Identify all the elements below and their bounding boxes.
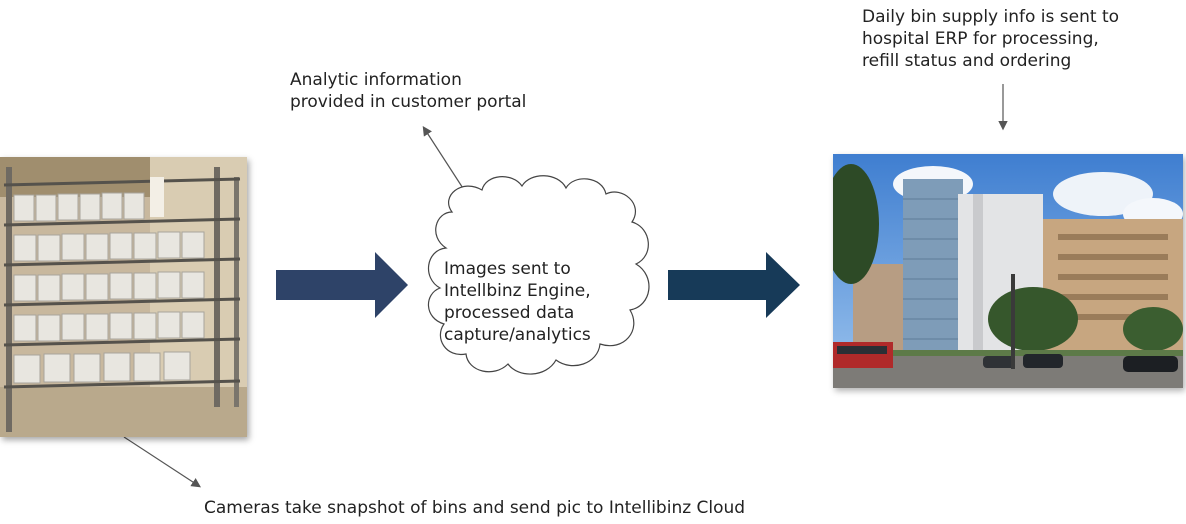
cloud-line-4: capture/analytics [444, 325, 591, 345]
flow-arrow-cloud-to-hospital [668, 252, 800, 318]
erp-info-label: Daily bin supply info is sent to hospita… [862, 6, 1162, 72]
portal-info-line-1: Analytic information [290, 70, 462, 90]
connector-cloud-to-portal [422, 125, 469, 197]
erp-info-line-1: Daily bin supply info is sent to [862, 7, 1120, 27]
portal-info-label: Analytic information provided in custome… [290, 69, 570, 113]
connector-shelf-to-cameras-label [123, 436, 202, 488]
cloud-shape [427, 175, 650, 375]
cloud-line-1: Images sent to [444, 259, 571, 279]
cloud-label: Images sent to Intellbinz Engine, proces… [444, 258, 614, 346]
hospital-building-photo [833, 154, 1183, 388]
cloud-line-3: processed data [444, 303, 575, 323]
cameras-label: Cameras take snapshot of bins and send p… [204, 498, 746, 518]
cloud-line-2: Intellbinz Engine, [444, 281, 591, 301]
shelf-bins-photo [0, 157, 247, 437]
portal-info-line-2: provided in customer portal [290, 92, 527, 112]
erp-info-line-2: hospital ERP for processing, [862, 29, 1099, 49]
erp-info-line-3: refill status and ordering [862, 51, 1072, 71]
flow-arrow-shelf-to-cloud [276, 252, 408, 318]
